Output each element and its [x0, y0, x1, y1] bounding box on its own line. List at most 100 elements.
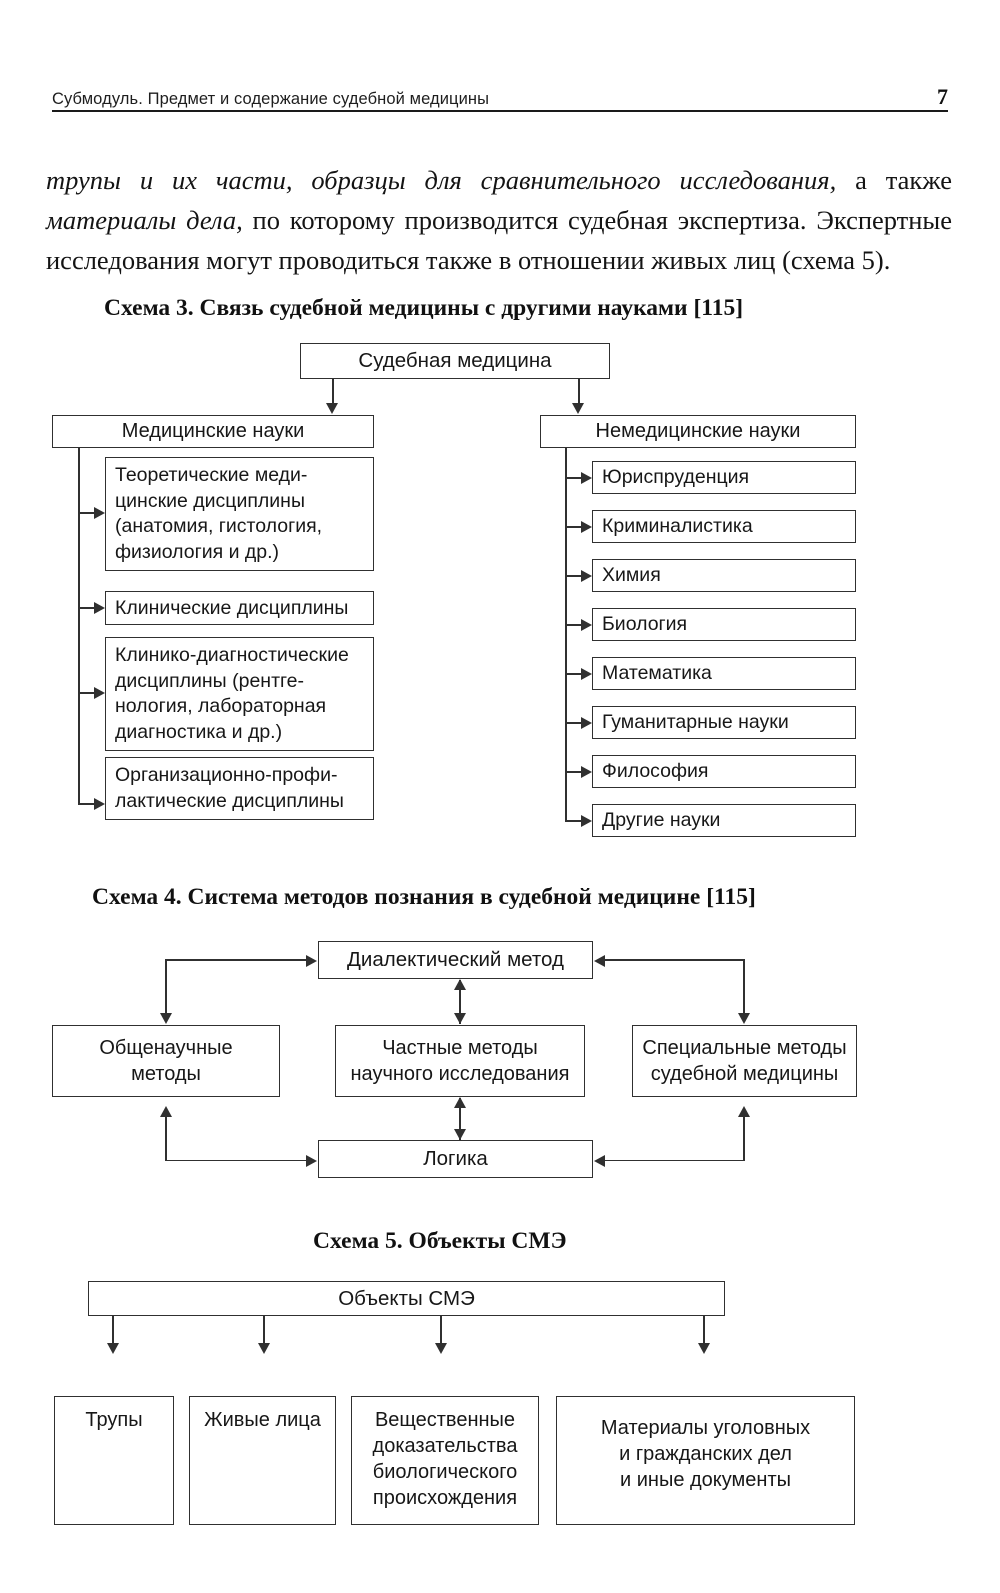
scheme3-right-item-0-label: Юриспруденция	[602, 466, 750, 488]
scheme4-left-top-vline	[165, 959, 167, 1014]
scheme3-left-arrow-1	[94, 602, 105, 614]
scheme3-right-trunk	[565, 448, 567, 822]
scheme4-node-top: Диалектический метод	[318, 941, 593, 979]
scheme3-right-arrow-2	[581, 570, 592, 582]
scheme3-root-left-vline	[332, 379, 334, 405]
scheme4-left-top-hline	[165, 959, 307, 961]
scheme5-item-1-label: Живые лица	[204, 1409, 321, 1431]
scheme4-node-bottom-label: Логика	[423, 1147, 488, 1170]
scheme4-node-center: Частные методы научного исследования	[335, 1025, 585, 1097]
scheme3-right-item-3-label: Биология	[602, 613, 688, 635]
scheme3-left-item-3-label: Организационно-профи- лактические дисцип…	[115, 764, 344, 812]
scheme3-right-arrow-5	[581, 717, 592, 729]
scheme5-root-label: Объекты СМЭ	[338, 1286, 475, 1310]
scheme3-right-item-7-label: Другие науки	[602, 809, 721, 831]
scheme3-right-arrow-4	[581, 668, 592, 680]
scheme4-left-bottom-hline	[165, 1159, 307, 1162]
scheme4-node-right: Специальные методы судебной медицины	[632, 1025, 857, 1097]
scheme3-right-conn-0	[566, 477, 581, 479]
scheme4-right-down-arrow	[738, 1013, 750, 1024]
scheme5-item-3-label: Материалы уголовных и гражданских дел и …	[600, 1417, 811, 1491]
scheme4-right-bottom-hline	[605, 1159, 744, 1162]
body-plain-1: а также	[836, 164, 952, 195]
scheme3-left-item-1: Клинические дисциплины	[105, 591, 374, 625]
scheme3-left-header-box: Медицинские науки	[52, 415, 374, 448]
scheme3-right-conn-6	[566, 771, 581, 773]
scheme3-left-conn-2	[79, 692, 94, 694]
scheme5-item-2: Вещественные доказательства биологическо…	[351, 1396, 539, 1525]
scheme5-conn-1	[263, 1316, 265, 1345]
scheme3-right-conn-1	[566, 526, 581, 528]
scheme5-conn-2	[440, 1316, 442, 1345]
scheme3-root-left-arrow	[326, 403, 339, 414]
scheme4-right-bottom-arrow	[594, 1155, 605, 1167]
scheme3-right-conn-2	[566, 575, 581, 577]
scheme3-root-box: Судебная медицина	[300, 343, 610, 379]
scheme3-right-item-5: Гуманитарные науки	[592, 706, 856, 739]
scheme3-left-conn-0	[79, 512, 94, 514]
scheme4-node-center-label: Частные методы научного исследования	[350, 1037, 570, 1085]
scheme4-center-bottom-down-arrow	[453, 1129, 466, 1140]
scheme3-left-item-2-label: Клинико-диагностические дисциплины (рент…	[115, 644, 349, 743]
running-head-title: Субмодуль. Предмет и содержание судебной…	[52, 90, 490, 108]
scheme3-left-item-2: Клинико-диагностические дисциплины (рент…	[105, 637, 374, 751]
page-number: 7	[937, 84, 948, 109]
scheme4-right-bottom-vline	[743, 1117, 745, 1161]
scheme4-center-top-down-arrow	[453, 1013, 466, 1024]
body-paragraph: трупы и их части, образцы для сравнитель…	[46, 160, 952, 280]
scheme3-caption: Схема 3. Связь судебной медицины с други…	[104, 295, 744, 321]
scheme4-diagram: Диалектический метод Общенаучные методы …	[52, 941, 857, 1178]
body-italic-1: трупы и их части, образцы для сравнитель…	[46, 164, 837, 195]
header-rule	[52, 110, 948, 113]
scheme3-left-item-0-label: Теоретические меди- цинские дисциплины (…	[115, 464, 323, 563]
scheme4-center-top-up-arrow	[453, 979, 466, 990]
body-italic-2: материалы дела,	[46, 204, 243, 235]
scheme4-caption: Схема 4. Система методов познания в суде…	[92, 884, 756, 910]
scheme3-root-right-arrow	[572, 403, 585, 414]
scheme4-left-down-arrow	[160, 1013, 172, 1024]
scheme5-arrow-0	[106, 1343, 119, 1354]
scheme3-root-label: Судебная медицина	[358, 349, 552, 372]
scheme3-right-item-0: Юриспруденция	[592, 461, 856, 494]
scheme3-root-right-vline	[578, 379, 580, 405]
scheme3-left-item-0: Теоретические меди- цинские дисциплины (…	[105, 457, 374, 571]
scheme4-node-top-label: Диалектический метод	[347, 948, 564, 971]
scheme3-right-arrow-3	[581, 619, 592, 631]
scheme3-right-conn-5	[566, 722, 581, 724]
scheme4-node-left-label: Общенаучные методы	[99, 1037, 233, 1085]
scheme3-left-arrow-2	[94, 687, 105, 699]
scheme4-right-top-arrow	[594, 954, 605, 967]
scheme3-left-item-1-label: Клинические дисциплины	[115, 596, 349, 619]
scheme3-right-conn-3	[566, 624, 581, 626]
body-plain-2: по которому производится судебная экспер…	[46, 204, 952, 275]
scheme3-right-item-4-label: Математика	[602, 662, 712, 684]
scheme4-right-top-hline	[605, 959, 744, 961]
scheme3-right-arrow-0	[581, 472, 592, 484]
scheme3-left-item-3: Организационно-профи- лактические дисцип…	[105, 757, 374, 820]
scheme4-right-top-vline	[743, 959, 745, 1014]
scheme3-right-header-label: Немедицинские науки	[595, 420, 801, 442]
scheme3-right-arrow-1	[581, 521, 592, 533]
scheme3-left-header-label: Медицинские науки	[121, 420, 305, 442]
scheme3-right-item-6-label: Философия	[602, 760, 709, 782]
scheme5-arrow-2	[434, 1343, 447, 1354]
scheme4-center-bottom-vline	[459, 1098, 461, 1140]
scheme3-right-item-5-label: Гуманитарные науки	[602, 711, 789, 733]
scheme3-right-item-4: Математика	[592, 657, 856, 690]
scheme4-left-bottom-vline	[165, 1117, 167, 1161]
scheme3-left-conn-3	[79, 803, 94, 805]
scheme5-caption: Схема 5. Объекты СМЭ	[313, 1228, 567, 1254]
scheme3-right-item-1-label: Криминалистика	[602, 515, 753, 537]
scheme3-right-header-box: Немедицинские науки	[540, 415, 856, 448]
scheme3-right-item-7: Другие науки	[592, 804, 856, 837]
scheme3-right-arrow-6	[581, 766, 592, 778]
scheme4-node-right-label: Специальные методы судебной медицины	[642, 1037, 847, 1085]
scheme4-node-left: Общенаучные методы	[52, 1025, 280, 1097]
scheme3-right-conn-4	[566, 673, 581, 675]
scheme3-left-arrow-3	[94, 798, 105, 810]
scheme4-node-bottom: Логика	[318, 1140, 593, 1178]
scheme3-right-item-1: Криминалистика	[592, 510, 856, 543]
scheme5-item-0-label: Трупы	[85, 1409, 143, 1431]
scheme3-right-conn-7	[566, 820, 581, 822]
